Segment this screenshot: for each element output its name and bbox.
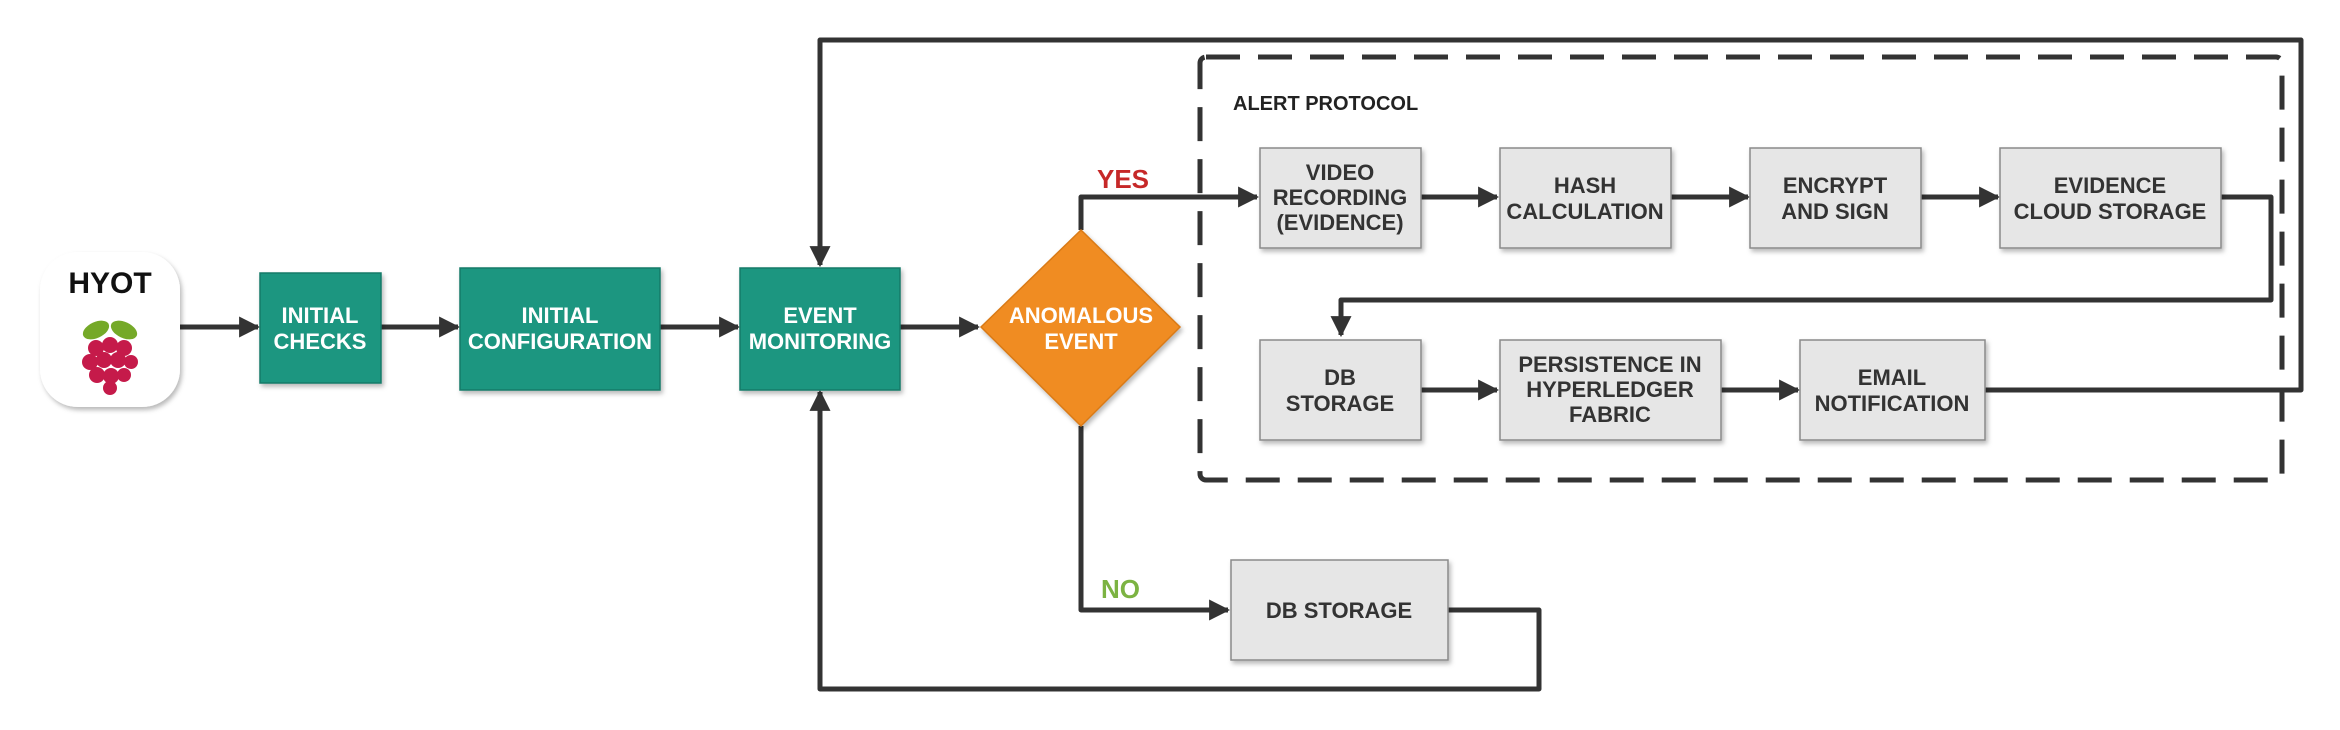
- evidence-cloud-storage-node: EVIDENCE CLOUD STORAGE: [1999, 147, 2222, 249]
- raspberry-pi-icon: [82, 320, 138, 395]
- alert-protocol-group: [1197, 54, 2285, 483]
- initial-configuration-line-1: INITIAL: [522, 303, 599, 328]
- yes-branch-label: YES: [1097, 164, 1149, 194]
- video-recording-line-3: (EVIDENCE): [1276, 210, 1403, 235]
- persistence-hyperledger-line-3: FABRIC: [1569, 402, 1651, 427]
- video-recording-line-1: VIDEO: [1306, 160, 1374, 185]
- evidence-cloud-storage-line-2: CLOUD STORAGE: [2014, 199, 2207, 224]
- evidence-cloud-storage-line-1: EVIDENCE: [2054, 173, 2166, 198]
- encrypt-and-sign-node: ENCRYPT AND SIGN: [1749, 147, 1922, 249]
- db-storage-alert-line-2: STORAGE: [1286, 391, 1394, 416]
- edge-yes-to-video: [1078, 186, 1260, 230]
- db-storage-no-node: DB STORAGE: [1230, 559, 1449, 661]
- edge-db-storage-loop-to-monitoring: [809, 389, 1542, 692]
- hyot-label: HYOT: [68, 267, 151, 300]
- email-notification-node: EMAIL NOTIFICATION: [1799, 339, 1986, 441]
- event-monitoring-node: EVENT MONITORING: [739, 267, 901, 391]
- db-storage-alert-line-1: DB: [1324, 365, 1356, 390]
- db-storage-alert-node: DB STORAGE: [1259, 339, 1422, 441]
- hyot-node: HYOT: [40, 252, 180, 407]
- alert-protocol-label: ALERT PROTOCOL: [1233, 93, 1418, 115]
- hash-calculation-node: HASH CALCULATION: [1499, 147, 1672, 249]
- persistence-hyperledger-line-2: HYPERLEDGER: [1526, 377, 1694, 402]
- encrypt-and-sign-line-1: ENCRYPT: [1783, 173, 1888, 198]
- initial-checks-line-2: CHECKS: [274, 329, 367, 354]
- event-monitoring-line-1: EVENT: [783, 303, 857, 328]
- hash-calculation-line-1: HASH: [1554, 173, 1616, 198]
- no-branch-label: NO: [1101, 574, 1140, 604]
- hash-calculation-line-2: CALCULATION: [1506, 199, 1663, 224]
- encrypt-and-sign-line-2: AND SIGN: [1781, 199, 1889, 224]
- edge-cloud-to-db: [1330, 194, 2274, 338]
- initial-checks-line-1: INITIAL: [282, 303, 359, 328]
- anomalous-event-line-1: ANOMALOUS: [1009, 303, 1153, 328]
- video-recording-node: VIDEO RECORDING (EVIDENCE): [1259, 147, 1422, 249]
- persistence-hyperledger-node: PERSISTENCE IN HYPERLEDGER FABRIC: [1499, 339, 1722, 441]
- db-storage-no-line-1: DB STORAGE: [1266, 598, 1412, 623]
- video-recording-line-2: RECORDING: [1273, 185, 1407, 210]
- anomalous-event-line-2: EVENT: [1044, 329, 1118, 354]
- event-monitoring-line-2: MONITORING: [749, 329, 892, 354]
- initial-checks-node: INITIAL CHECKS: [259, 272, 382, 384]
- edge-no-to-db-storage: [1078, 426, 1231, 621]
- persistence-hyperledger-line-1: PERSISTENCE IN: [1518, 352, 1701, 377]
- email-notification-line-2: NOTIFICATION: [1815, 391, 1970, 416]
- anomalous-event-decision: ANOMALOUS EVENT: [979, 228, 1182, 428]
- initial-configuration-node: INITIAL CONFIGURATION: [459, 267, 661, 391]
- initial-configuration-line-2: CONFIGURATION: [468, 329, 652, 354]
- edge-email-loop-to-monitoring: [809, 37, 2304, 393]
- email-notification-line-1: EMAIL: [1858, 365, 1926, 390]
